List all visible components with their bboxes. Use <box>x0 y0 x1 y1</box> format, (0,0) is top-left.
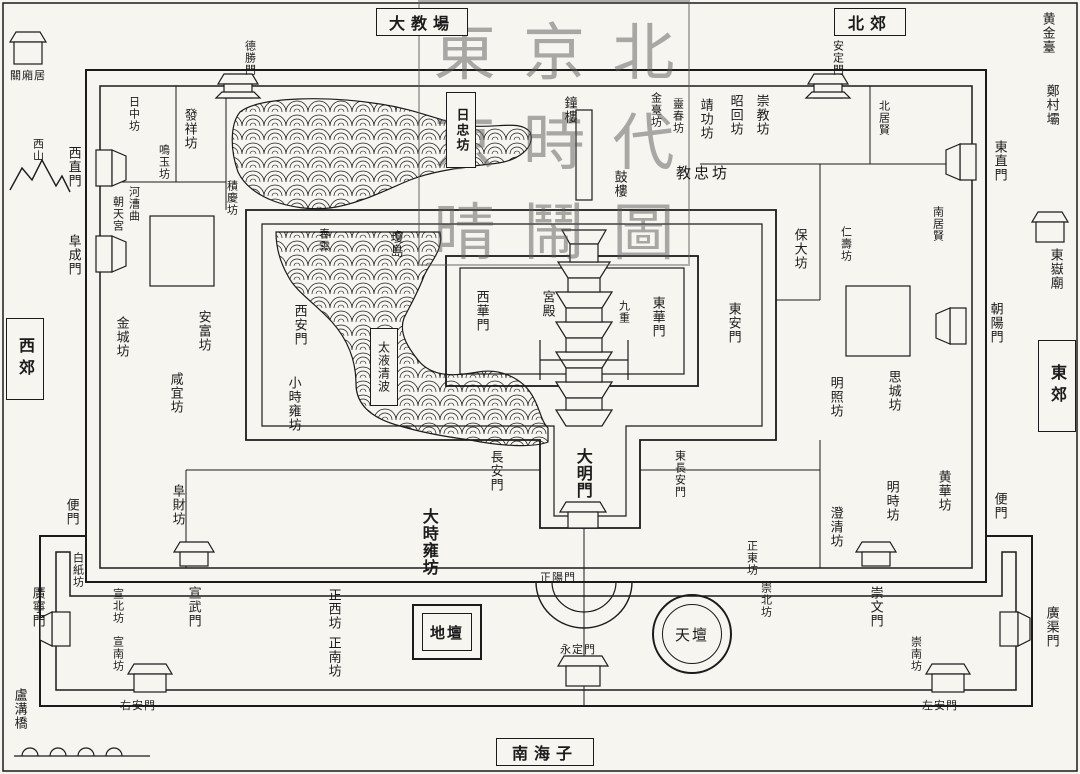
gate-zhangan-east: 東長安門 <box>673 450 687 498</box>
place-gulou: 鼓樓 <box>611 170 627 198</box>
gate-zhangan-west: 長安門 <box>487 450 503 492</box>
inner-city-wall-outer <box>85 69 987 583</box>
ward-siming: 思城坊 <box>885 370 901 412</box>
ward-chengqing: 澄清坊 <box>827 506 843 548</box>
gate-bian-east: 便門 <box>991 492 1007 520</box>
ward-jincheng: 金城坊 <box>113 316 129 358</box>
label-xi-shan: 西山 <box>31 138 45 162</box>
ward-zhengdong: 正東坊 <box>745 540 759 576</box>
ward-baoda: 保大坊 <box>791 228 807 270</box>
place-chunyun: 春雲 <box>317 228 331 252</box>
gate-bian-west: 便門 <box>63 498 79 526</box>
central-pagoda <box>539 109 629 427</box>
ward-jinsheng: 金臺坊 <box>649 92 663 128</box>
north-lake <box>231 98 532 210</box>
gate-donghua: 東華門 <box>649 296 665 338</box>
gate-chongwen: 崇文門 <box>867 586 883 628</box>
imperial-city-wall-inner <box>261 223 763 517</box>
place-gongdian: 宮殿 <box>539 290 555 318</box>
ward-chongbei: 崇北坊 <box>759 582 773 618</box>
ward-huanghua: 黄華坊 <box>935 470 951 512</box>
ward-faxiang: 發祥坊 <box>181 108 197 150</box>
label-lu-gou-qiao: 盧溝橋 <box>11 688 27 730</box>
ward-renshou: 仁壽坊 <box>839 226 853 262</box>
outer-city-wall-inner <box>55 551 1017 691</box>
gate-xihua: 西華門 <box>473 290 489 332</box>
ward-mingyu: 鳴玉坊 <box>157 144 171 180</box>
place-haocao: 河漕曲 <box>127 186 141 222</box>
ward-nanjuxian: 南居賢 <box>931 206 945 242</box>
inner-city-wall-inner <box>99 85 973 569</box>
ward-xuanbei: 宣北坊 <box>111 588 125 624</box>
label-nan-hai-zi: 南海子 <box>496 738 594 766</box>
gate-youan: 右安門 <box>120 699 156 712</box>
ward-fucai: 阜財坊 <box>169 484 185 526</box>
gate-dongan: 東安門 <box>725 302 741 344</box>
ward-anfu: 安富坊 <box>195 310 211 352</box>
ward-rizhong2: 日忠坊 <box>446 92 476 168</box>
gate-chaoyang: 朝陽門 <box>987 302 1003 344</box>
ward-xuannan: 宣南坊 <box>111 636 125 672</box>
gate-damingmen: 大明門 <box>573 448 593 499</box>
label-xi-jiao: 西郊 <box>6 318 44 400</box>
gate-zhengyang: 正陽門 <box>540 571 576 584</box>
outer-city-wall-outer <box>39 535 1033 707</box>
ward-xiaoshiyong: 小時雍坊 <box>285 376 301 432</box>
lugou-bridge <box>14 747 150 757</box>
place-qiongdao: 瓊島 <box>387 230 403 258</box>
ward-jinggong: 靖功坊 <box>697 98 713 140</box>
xishan-mountains <box>9 158 71 193</box>
imperial-city-wall <box>245 209 777 529</box>
gate-guangning: 廣寧門 <box>29 586 45 628</box>
ward-zhengxi: 正西坊 <box>325 588 341 630</box>
gate-fucheng: 阜成門 <box>65 234 81 276</box>
label-guan-ta-ju: 關廂居 <box>10 69 46 82</box>
label-zheng-cun-ba: 鄭村壩 <box>1043 84 1059 126</box>
label-huang-jin-tai: 黄金臺 <box>1039 12 1055 54</box>
ward-jiqing: 積慶坊 <box>225 180 239 216</box>
gate-dongzhi: 東直門 <box>991 140 1007 182</box>
zhengyang-barbican <box>535 581 633 629</box>
place-chaotian: 朝天宮 <box>111 196 125 232</box>
label-taiye-qingbo: 太液清波 <box>370 328 398 406</box>
di-tan-altar: 地壇 <box>412 604 482 660</box>
label-dong-yue-miao: 東嶽廟 <box>1047 248 1063 290</box>
gate-xian: 西安門 <box>291 304 307 346</box>
ward-chongjiao: 崇教坊 <box>753 94 769 136</box>
gate-towers <box>8 31 1070 693</box>
gate-guangqu: 廣渠門 <box>1043 606 1059 648</box>
ward-mingshi: 明時坊 <box>883 480 899 522</box>
label-dong-jiao: 東郊 <box>1038 340 1076 432</box>
ward-rizhong: 日中坊 <box>127 96 141 132</box>
place-zhonglou: 鐘樓 <box>561 96 577 124</box>
tian-tan-altar: 天壇 <box>652 594 732 674</box>
ward-zhaohui: 昭回坊 <box>727 94 743 136</box>
ward-jiaozhong: 教忠坊 <box>676 164 731 182</box>
place-jiuchong: 九重 <box>617 300 631 324</box>
ward-dashiyong: 大時雍坊 <box>419 508 439 576</box>
gate-anding: 安定門 <box>831 40 845 76</box>
gate-yongding: 永定門 <box>560 643 596 656</box>
ward-xianyi: 咸宜坊 <box>167 372 183 414</box>
label-bei-jiao: 北郊 <box>834 8 906 36</box>
ward-chongnan: 崇南坊 <box>909 636 923 672</box>
gate-zuoan: 左安門 <box>922 699 958 712</box>
ward-beijuxian: 北居賢 <box>877 100 891 136</box>
taiye-lake <box>275 231 549 447</box>
ward-lingchun: 靈春坊 <box>671 98 685 134</box>
markets <box>149 215 911 357</box>
gate-desheng: 德勝門 <box>243 40 257 76</box>
gate-xizhi: 西直門 <box>65 146 81 188</box>
ward-zhengnan: 正南坊 <box>325 636 341 678</box>
ward-baizhi: 白紙坊 <box>71 552 85 588</box>
ward-mingzhao: 明照坊 <box>827 376 843 418</box>
gate-xuanwu: 宣武門 <box>185 586 201 628</box>
label-da-jiao-chang: 大教場 <box>376 8 468 36</box>
